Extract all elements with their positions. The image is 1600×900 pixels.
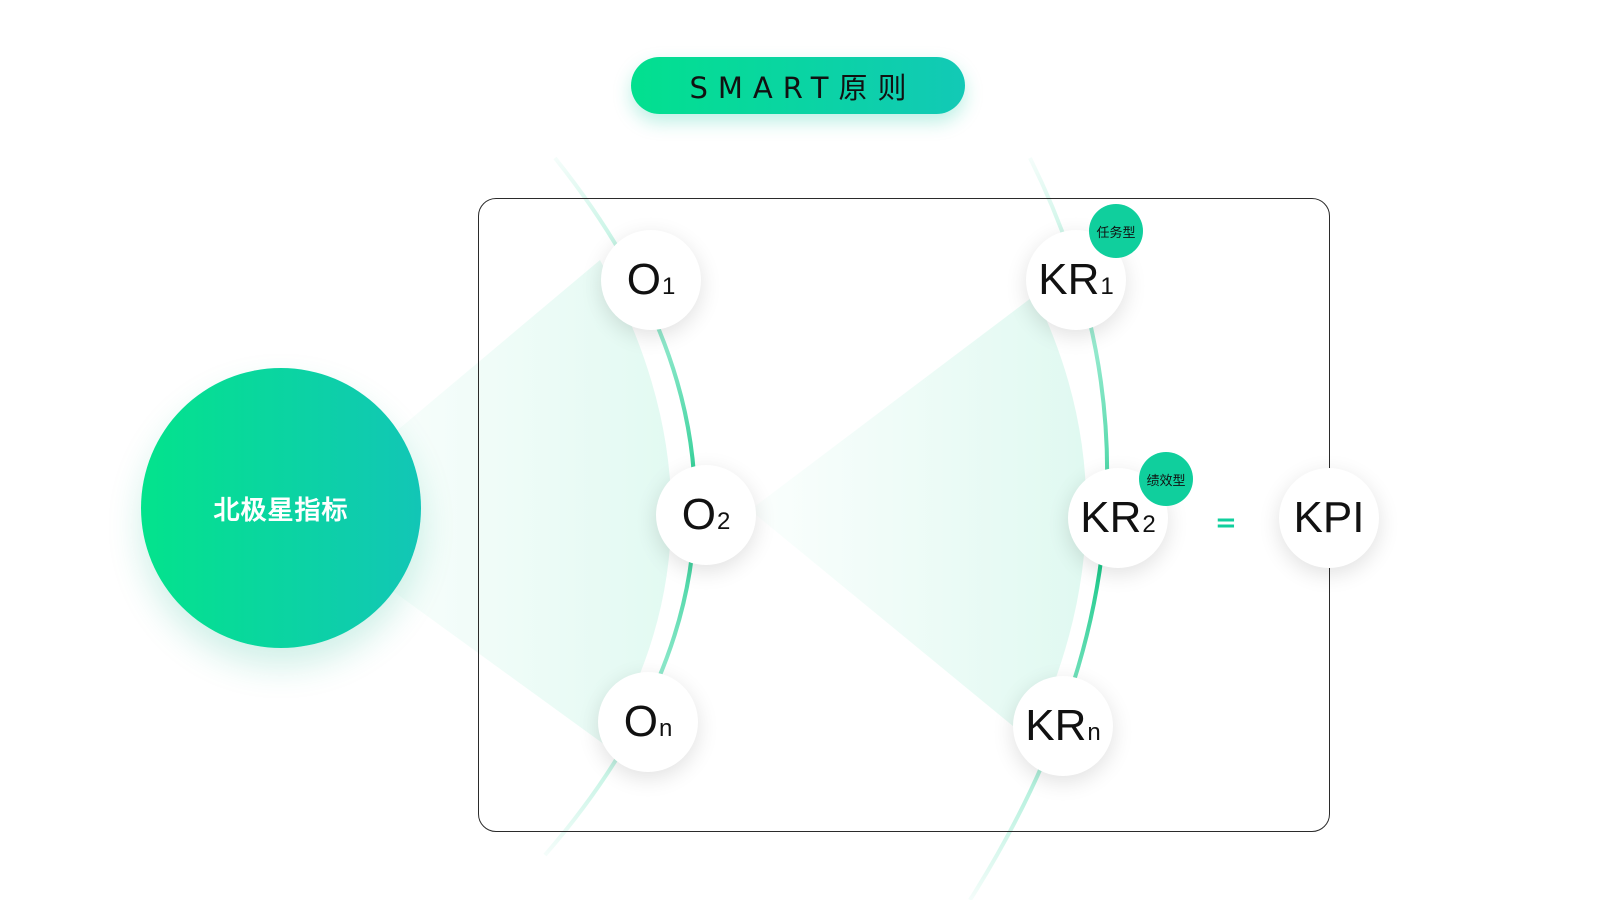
key-result-node-2-main: KR (1080, 493, 1142, 542)
key-result-node-n-main: KR (1025, 701, 1087, 750)
key-result-fan (750, 295, 1087, 740)
objective-node-n-sub: n (658, 715, 673, 742)
task-type-label: 任务型 (1096, 225, 1136, 241)
objective-node-2-main: O (681, 490, 716, 539)
title-text: SMART原则 (689, 70, 917, 105)
equals-sign: = (1215, 508, 1237, 538)
north-star-label: 北极星指标 (213, 495, 349, 526)
task-type-badge: 任务型 (1089, 204, 1143, 258)
performance-type-label: 绩效型 (1146, 473, 1186, 489)
performance-type-badge: 绩效型 (1139, 452, 1193, 506)
objective-node-1-main: O (626, 255, 661, 304)
objective-fan (350, 260, 672, 745)
key-result-node-2-sub: 2 (1142, 511, 1156, 538)
key-result-node-n-sub: n (1087, 719, 1101, 746)
key-result-node-1-main: KR (1038, 255, 1100, 304)
objective-node-2-sub: 2 (716, 508, 731, 535)
kpi-node: KPI (1279, 468, 1379, 568)
kpi-label: KPI (1293, 493, 1365, 542)
title-pill: SMART原则 (631, 57, 965, 114)
objective-node-1-sub: 1 (661, 273, 676, 300)
objective-node-n-main: O (623, 697, 658, 746)
north-star-circle: 北极星指标 (141, 368, 421, 648)
key-result-node-1-sub: 1 (1100, 273, 1114, 300)
